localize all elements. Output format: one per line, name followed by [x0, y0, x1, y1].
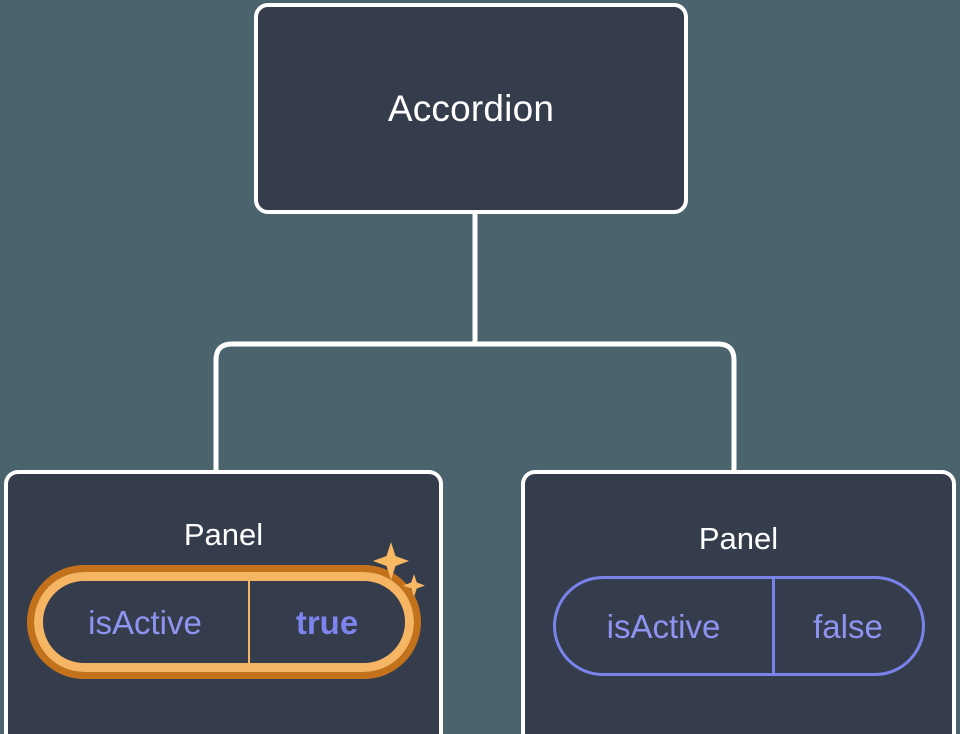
prop-pill-active[interactable]: isActive true [26, 565, 421, 679]
prop-key-isactive: isActive [43, 581, 250, 663]
node-panel-idle[interactable]: Panel isActive false [521, 470, 956, 734]
prop-value-false: false [813, 607, 883, 645]
node-accordion[interactable]: Accordion [254, 3, 688, 214]
prop-pill-idle[interactable]: isActive false [552, 576, 925, 676]
prop-key-isactive: isActive [556, 579, 775, 673]
node-panel-idle-label: Panel [698, 521, 779, 556]
prop-value-true: true [295, 603, 359, 641]
node-accordion-label: Accordion [387, 88, 555, 129]
connector-bus-left [213, 341, 475, 472]
prop-pill-idle-wrap: isActive false [525, 576, 952, 676]
node-panel-active[interactable]: Panel isActive true [4, 470, 443, 734]
connector-bus-right [475, 341, 737, 472]
prop-pill-active-wrap: isActive true [8, 542, 439, 679]
node-panel-active-label: Panel [183, 517, 264, 552]
